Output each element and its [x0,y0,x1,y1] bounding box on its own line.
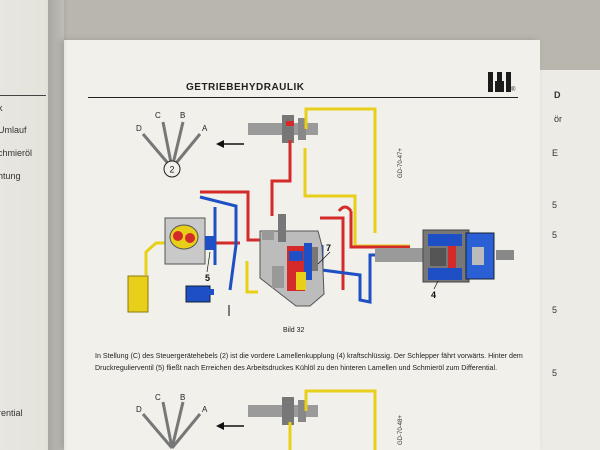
right-page-glyph: 5 [552,200,558,210]
drawing-code-2: GD-70-48+ [398,415,404,445]
lever-label: B [180,111,185,120]
lever-selector: 2 D C B A [136,111,244,178]
header-rule [88,97,518,98]
top-shaft-2 [248,389,377,450]
lever-label: A [202,124,208,133]
lever-label: C [155,111,161,120]
logo-registered-mark: ® [511,87,516,93]
lever-label: A [202,405,208,414]
lever-label: D [136,124,142,133]
control-valve-block [259,214,325,307]
lever-number: 2 [169,165,174,175]
right-page-glyph: 5 [552,305,558,315]
left-page-line: rential [0,408,23,418]
arrow-left-icon [216,422,224,430]
part-label: 5 [205,273,210,283]
page-title: GETRIEBEHYDRAULIK [186,82,305,93]
body-paragraph: In Stellung (C) des Steuergerätehebels (… [95,352,523,372]
return-tank [185,285,230,316]
left-page-line: chmieröl [0,148,33,158]
lever-selector-2: D C B A [136,393,244,449]
clutch-pack [375,229,514,283]
right-page-glyph: 5 [552,368,558,378]
left-page-line: Umlauf [0,125,27,135]
drawing-code: GD-70-47+ [398,148,404,178]
lever-label: D [136,405,142,414]
arrow-left-icon [216,140,224,148]
part-label: 7 [326,243,331,253]
lever-label: C [155,393,161,402]
oil-filter [127,275,149,313]
lever-label: B [180,393,185,402]
hydraulic-pump [164,217,215,265]
gutter-shadow [48,0,68,450]
figure-caption: Bild 32 [283,327,305,334]
left-page-line: k [0,103,3,113]
right-page-glyph: D [554,90,561,100]
part-label: 4 [431,290,436,300]
left-page: k Umlauf chmieröl htung rential [0,0,64,450]
right-page-glyph: E [552,148,559,158]
ih-logo [488,72,511,92]
left-page-rule [0,95,46,96]
right-page: D ör E 5 5 5 5 [540,70,600,450]
right-page-glyph: 5 [552,230,558,240]
left-page-line: htung [0,171,21,181]
right-page-glyph: ör [554,114,563,124]
top-shaft [248,115,318,143]
